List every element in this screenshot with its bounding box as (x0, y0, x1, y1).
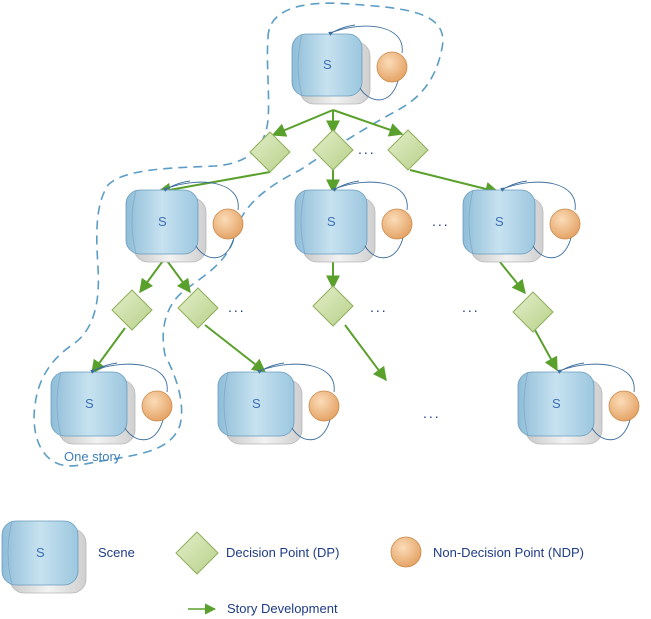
decision-points (111, 129, 554, 333)
scene-level2-right: S (462, 180, 581, 263)
ndp-loop-out (332, 25, 403, 54)
ellipsis-scene-row2: ... (432, 213, 450, 229)
scene-body (294, 189, 368, 255)
decision-point (177, 287, 219, 329)
arrow-scene-l2a-to-dp4 (139, 257, 166, 294)
one-story-label: One story (64, 449, 121, 464)
scene-letter: S (327, 214, 336, 229)
ndp-loop-out (504, 181, 576, 211)
decision-point (387, 129, 429, 171)
ellipsis-scene-row3: ... (423, 405, 441, 421)
scene-body (1, 520, 79, 586)
scene-cap (223, 371, 229, 437)
ndp-loop-arrowhead (328, 24, 356, 36)
scene-letter: S (158, 214, 167, 229)
scene-cap (468, 189, 474, 255)
ndp-loop-arrowhead (257, 362, 285, 374)
decision-point (249, 131, 291, 173)
ndp-loop-out (261, 363, 335, 393)
arrow-dp6-open (344, 324, 387, 382)
ndp-loop-back (359, 80, 399, 101)
legend-scene-icon: S (1, 520, 87, 594)
legend-ndp-label: Non-Decision Point (NDP) (433, 545, 584, 560)
ellipsis-dp-row2b: ... (370, 299, 388, 315)
scene-body (217, 371, 295, 437)
ndp-loop-arrowhead (500, 180, 528, 192)
non-decision-point (608, 390, 640, 422)
decision-point (111, 289, 153, 331)
arrow-dp5-to-scene-l3b (204, 324, 267, 373)
scene-level3-middle: S (217, 362, 340, 445)
legend-decision-point-icon (175, 531, 219, 575)
ellipsis-dp-row2a: ... (228, 299, 246, 315)
arrow-dp3-to-scene-l2c (409, 169, 500, 196)
scene-letter: S (36, 545, 45, 560)
ndp-loop-back (591, 419, 631, 441)
legend-story-development-label: Story Development (227, 601, 338, 616)
arrow-dp7-to-scene-l3c (534, 329, 558, 372)
legend-ndp-icon (390, 536, 422, 568)
scene-cap (7, 520, 13, 586)
arrow-scene-l2a-to-dp5 (164, 257, 191, 294)
scene-cap (297, 33, 303, 97)
ellipsis-dp-row1: ... (358, 141, 376, 157)
scene-letter: S (552, 396, 561, 411)
non-decision-point (308, 390, 340, 422)
ndp-loop-arrowhead (90, 362, 118, 374)
ndp-loop-arrowhead (332, 180, 360, 192)
scene-top: S (291, 24, 408, 105)
arrow-dp4-to-scene-l3a (91, 327, 126, 375)
non-decision-point (212, 208, 244, 240)
scene-body (517, 371, 595, 437)
arrow-scene-l2c-to-dp7 (499, 261, 526, 295)
decision-point (312, 129, 354, 171)
legend-scene-label: Scene (98, 545, 135, 560)
scene-level2-left: S (125, 180, 244, 263)
ndp-loop-out (167, 181, 239, 211)
ndp-loop-out (94, 363, 168, 393)
ndp-loop-out (336, 181, 408, 211)
ndp-loop-out (561, 363, 635, 393)
arrow-top-to-dp3 (332, 109, 404, 137)
ndp-loop-back (291, 419, 331, 441)
scene-cap (523, 371, 529, 437)
ndp-loop-back (364, 237, 404, 259)
scene-letter: S (495, 214, 504, 229)
non-decision-point (549, 208, 581, 240)
scene-body (50, 371, 128, 437)
scene-letter: S (85, 396, 94, 411)
scene-cap (300, 189, 306, 255)
scene-cap (131, 189, 137, 255)
scene-letter: S (252, 396, 261, 411)
ndp-loop-back (532, 237, 572, 259)
scene-level3-left: S (50, 362, 173, 445)
scene-cap (56, 371, 62, 437)
non-decision-point (381, 208, 413, 240)
ndp-loop-arrowhead (163, 180, 191, 192)
scene-letter: S (323, 57, 332, 72)
arrow-top-to-dp1 (271, 109, 334, 137)
scene-body (462, 189, 536, 255)
ndp-loop-back (195, 237, 235, 259)
scene-level2-middle: S (294, 180, 413, 263)
scene-body (291, 33, 363, 97)
one-story-outline (33, 2, 444, 467)
ndp-loop-arrowhead (557, 362, 585, 374)
ndp-loop-back (124, 419, 164, 441)
decision-point (312, 285, 354, 327)
non-decision-point (376, 51, 408, 83)
legend: S Scene Decision Point (DP) Non-Decision… (1, 520, 584, 616)
scene-level3-right: S (517, 362, 640, 445)
legend-decision-point-label: Decision Point (DP) (226, 545, 339, 560)
decision-point (512, 291, 554, 333)
ellipsis-dp-row2c: ... (462, 299, 480, 315)
non-decision-point (141, 390, 173, 422)
scene-body (125, 189, 199, 255)
arrow-dp1-to-scene-l2a (156, 171, 271, 197)
